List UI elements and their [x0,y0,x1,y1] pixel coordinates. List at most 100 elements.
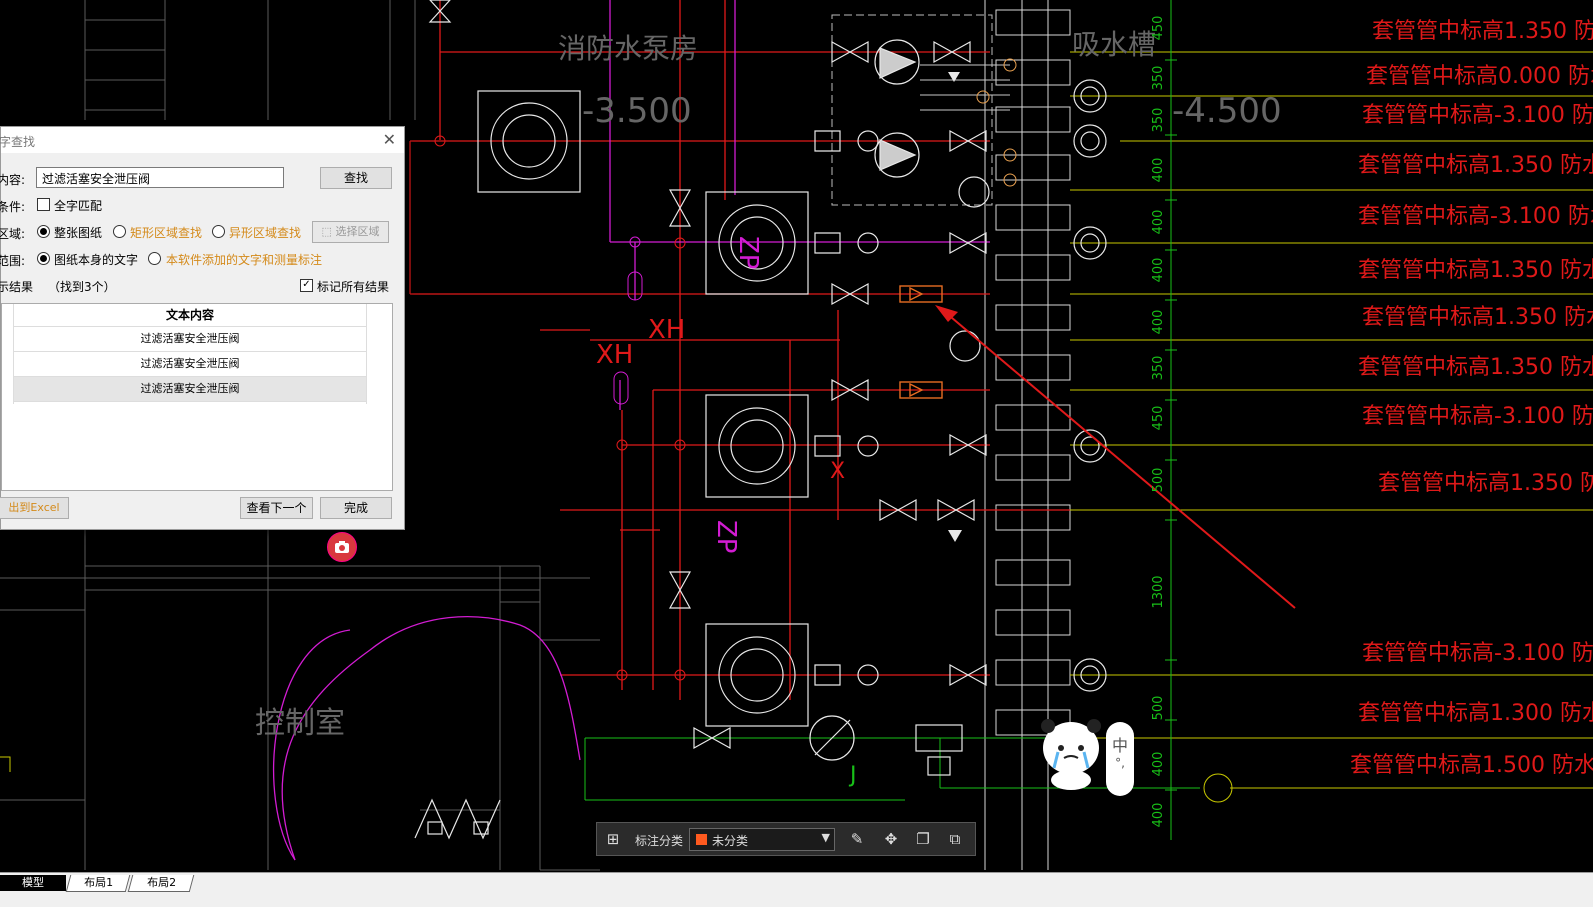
select-area-button[interactable]: ⬚ 选择区域 [312,221,389,243]
find-text-dialog[interactable]: 字查找 ✕ 内容: 过滤活塞安全泄压阀 ⌄ 查找 条件: 全字匹配 区域: 整张… [0,126,405,530]
move-icon[interactable]: ✥ [884,830,898,848]
area-whole-radio[interactable] [37,225,50,238]
pipe-label: ZP [733,236,763,270]
area-rect-radio[interactable] [113,225,126,238]
dimension-label: 350 [1151,66,1166,91]
sleeve-note: 套管管中标高1.350 防水套 [1378,471,1593,496]
annotation-category-label: 标注分类 [635,834,684,848]
pipe-label: X [830,459,845,484]
bubble-dots: °, [1115,756,1125,770]
dimension-label: 500 [1151,696,1166,721]
dimension-label: 400 [1151,258,1166,283]
room-label: 吸水槽 [1072,28,1156,61]
area-label: 区域: [0,227,26,241]
dimension-label: 500 [1151,468,1166,493]
grid-icon[interactable]: ⊞ [606,830,620,848]
bubble-text: 中 [1111,736,1128,755]
area-irregular-radio[interactable] [212,225,225,238]
pipe-label: XH [596,340,633,370]
annotation-toolbar[interactable]: ⊞ 标注分类 未分类 ▼ ✎ ✥ ❐ ⧉ [596,822,976,856]
scope-label: 范围: [0,254,26,268]
dimension-label: 400 [1151,158,1166,183]
scope-option-drawing: 图纸本身的文字 [54,253,139,267]
condition-label: 条件: [0,200,26,214]
mascot-sticker [1040,712,1102,792]
area-option-whole: 整张图纸 [54,226,103,240]
whole-word-checkbox[interactable] [37,198,50,211]
table-row[interactable]: 过滤活塞安全泄压阀 [14,352,366,377]
category-color-swatch [696,834,707,845]
tab-layout2-label: 布局2 [146,876,176,889]
scope-option-added: 本软件添加的文字和测量标注 [166,253,323,267]
sleeve-note: 套管管中标高-3.100 防水套 [1362,641,1593,666]
chevron-down-icon[interactable]: ⌄ [42,168,52,181]
content-value: 过滤活塞安全泄压阀 [42,172,151,186]
tab-layout1[interactable]: 布局1 [65,875,131,892]
edit-icon[interactable]: ✎ [850,830,864,848]
tab-layout1-label: 布局1 [83,876,113,889]
sleeve-note: 套管管中标高1.300 防水套管Φ [1358,701,1593,726]
table-row[interactable]: 过滤活塞安全泄压阀 [14,327,366,352]
scope-drawing-radio[interactable] [37,252,50,265]
scope-added-radio[interactable] [148,252,161,265]
export-excel-button[interactable]: 出到Excel [0,497,69,519]
dimension-label: 350 [1151,356,1166,381]
content-combobox[interactable]: 过滤活塞安全泄压阀 ⌄ [36,167,284,188]
mark-all-checkbox[interactable]: ✓ [300,279,313,292]
pipe-label: XH [648,315,685,345]
dropdown-arrow-icon[interactable]: ▼ [821,831,830,844]
sleeve-note: 套管管中标高1.500 防水套管Φ [1350,753,1593,778]
room-label: 消防水泵房 [558,32,698,65]
whole-word-label: 全字匹配 [54,199,103,213]
sleeve-note: 套管管中标高-3.100 防水套 [1358,204,1593,229]
dimension-label: 450 [1151,16,1166,41]
dialog-title: 字查找 [0,135,36,149]
category-select[interactable]: 未分类 ▼ [689,828,835,851]
table-header: 文本内容 [14,304,366,327]
dimension-label: 400 [1151,310,1166,335]
elevation-label: -4.500 [1172,91,1282,131]
pipe-label: ZP [711,520,741,554]
table-row[interactable]: 过滤活塞安全泄压阀 [14,377,366,402]
done-button[interactable]: 完成 [320,497,392,519]
sleeve-note: 套管管中标高0.000 防水套 [1366,64,1593,89]
sleeve-note: 套管管中标高-3.100 防水套 [1362,404,1593,429]
area-option-rect: 矩形区域查找 [130,226,203,240]
next-result-button[interactable]: 查看下一个 [240,497,313,519]
paste-icon[interactable]: ⧉ [949,830,961,848]
chat-bubble: 中 °, [1106,722,1134,796]
select-area-icon: ⬚ [321,225,332,238]
room-label: 控制室 [255,706,345,741]
sleeve-note: 套管管中标高1.350 防水套 [1372,19,1593,44]
layout-tabs-bar: 模型 布局1 布局2 [0,872,1593,907]
mark-all-label: 标记所有结果 [317,280,390,294]
content-label: 内容: [0,173,26,187]
tab-layout2[interactable]: 布局2 [127,875,195,892]
results-count: （找到3个） [48,280,116,294]
camera-icon[interactable] [327,532,357,562]
sleeve-note: 套管管中标高1.350 防水套管Φ [1358,153,1593,178]
dimension-label: 400 [1151,752,1166,777]
dialog-titlebar[interactable]: 字查找 ✕ [0,127,404,153]
dimension-label: 1300 [1151,575,1166,608]
category-value: 未分类 [712,834,749,848]
results-table[interactable]: 文本内容 过滤活塞安全泄压阀 过滤活塞安全泄压阀 过滤活塞安全泄压阀 [1,303,393,491]
results-label: 示结果 [0,280,34,294]
select-area-label: 选择区域 [335,225,380,238]
dimension-label: 400 [1151,803,1166,828]
copy-icon[interactable]: ❐ [916,830,930,848]
dimension-label: 350 [1151,108,1166,133]
elevation-label: -3.500 [582,91,692,131]
tab-model[interactable]: 模型 [0,875,66,891]
area-option-irregular: 异形区域查找 [229,226,302,240]
dimension-label: 450 [1151,406,1166,431]
find-button[interactable]: 查找 [320,167,392,189]
dimension-label: 400 [1151,210,1166,235]
close-icon[interactable]: ✕ [382,130,396,149]
pipe-label: J [848,763,857,788]
sleeve-note: 套管管中标高1.350 防水套管Φ [1362,305,1593,330]
sleeve-note: 套管管中标高-3.100 防水套 [1362,103,1593,128]
